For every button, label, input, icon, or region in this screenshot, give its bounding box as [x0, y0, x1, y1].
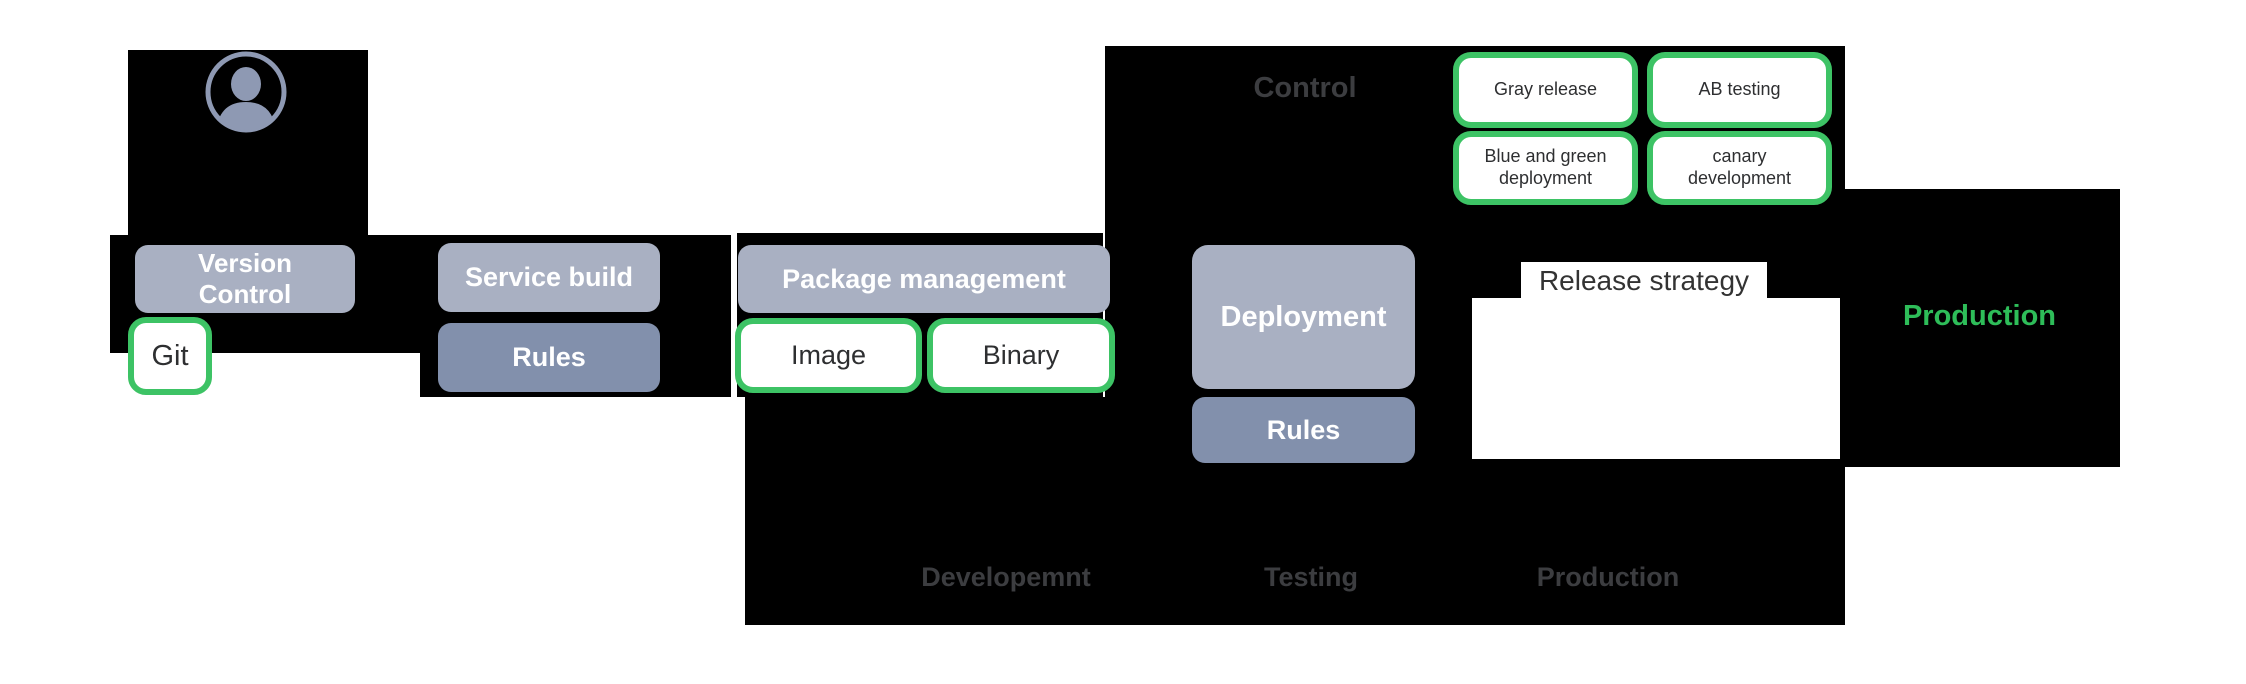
git-label: Git	[151, 339, 189, 372]
version-control-box: Version Control	[135, 245, 355, 313]
watermark-development: Developemnt	[921, 562, 1091, 592]
build-rules-box: Rules	[438, 323, 660, 392]
gray-release-box: Gray release	[1453, 52, 1638, 128]
production-label: Production	[1902, 300, 2057, 332]
release-strategy-box	[1472, 298, 1840, 459]
build-rules-label: Rules	[512, 342, 586, 373]
user-avatar-icon	[204, 50, 288, 134]
deployment-rules-box: Rules	[1192, 397, 1415, 463]
watermark-production: Production	[1536, 562, 1680, 592]
binary-label: Binary	[982, 340, 1060, 371]
ab-testing-label: AB testing	[1698, 79, 1781, 100]
deployment-box: Deployment	[1192, 245, 1415, 389]
blue-green-deployment-label: Blue and green deployment	[1484, 146, 1607, 188]
gray-release-label: Gray release	[1493, 79, 1598, 100]
deployment-rules-label: Rules	[1266, 414, 1341, 445]
version-control-label: Version Control	[198, 247, 292, 309]
watermark-control: Control	[1253, 72, 1357, 104]
service-build-box: Service build	[438, 243, 660, 312]
package-management-box: Package management	[738, 245, 1110, 313]
git-box: Git	[128, 317, 212, 395]
release-strategy-title-label: Release strategy	[1538, 264, 1750, 296]
production-stage-panel	[1839, 189, 2120, 467]
canary-development-box: canary development	[1647, 131, 1832, 205]
canary-development-label: canary development	[1687, 146, 1792, 188]
image-label: Image	[790, 340, 867, 371]
package-management-label: Package management	[782, 263, 1066, 294]
service-build-label: Service build	[464, 262, 634, 293]
release-strategy-title: Release strategy	[1521, 262, 1767, 299]
blue-green-deployment-box: Blue and green deployment	[1453, 131, 1638, 205]
image-box: Image	[735, 318, 922, 393]
ab-testing-box: AB testing	[1647, 52, 1832, 128]
watermark-testing: Testing	[1264, 562, 1358, 592]
deployment-label: Deployment	[1220, 300, 1387, 333]
binary-box: Binary	[927, 318, 1115, 393]
